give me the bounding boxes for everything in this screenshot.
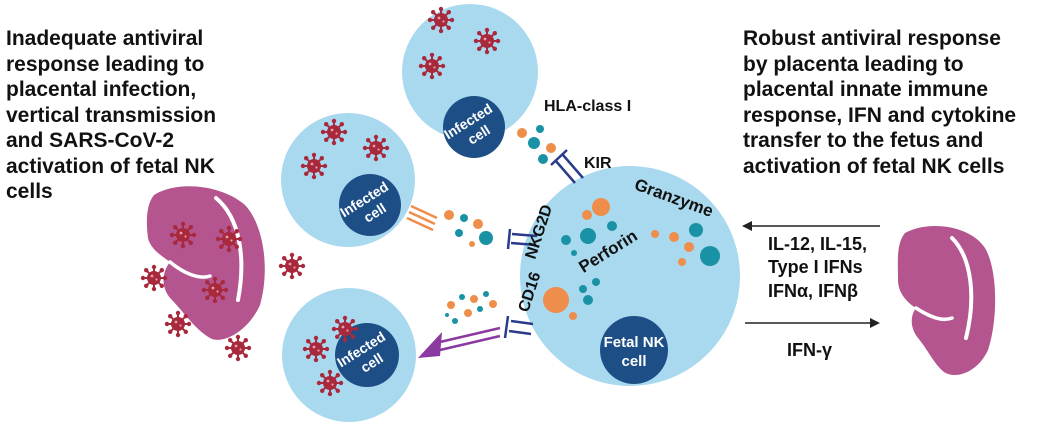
left-caption-line: Inadequate antiviral (6, 27, 204, 50)
nucleus (335, 323, 399, 387)
right-caption-line: by placenta leading to (743, 52, 964, 76)
virus-icon (426, 5, 456, 35)
infected-cell-middle: Infected cell (281, 113, 415, 247)
left-caption-line: vertical transmission (6, 103, 217, 127)
cytokine-label: IFNα, IFNβ (768, 281, 858, 301)
virus-icon (472, 26, 502, 56)
virus-icon (200, 275, 230, 305)
virus-icon (214, 224, 244, 254)
receptor-icon (550, 149, 584, 184)
nkg2d-ligand (406, 204, 438, 232)
granules (543, 198, 720, 320)
left-caption-line: activation of fetal NK (6, 154, 215, 178)
right-caption: Robust antiviral response by placenta le… (743, 26, 1016, 179)
virus-icon (299, 151, 329, 181)
virus-icon (277, 251, 307, 281)
right-caption-line: Robust antiviral response (743, 27, 1001, 50)
virus-icon (330, 314, 360, 344)
virus-icon (223, 333, 253, 363)
left-caption-line: and SARS-CoV-2 (6, 129, 175, 152)
hla-class-label: HLA-class I (544, 98, 631, 115)
right-caption-line: activation of fetal NK cells (743, 154, 1005, 178)
arrow-to-nk (742, 221, 880, 231)
nucleus (600, 316, 668, 384)
cell-label: Fetal NK (604, 334, 665, 351)
nucleus (339, 174, 401, 236)
left-caption-line: placental infection, (6, 78, 197, 101)
virus-icon (315, 368, 345, 398)
right-caption-line: placental innate immune (743, 78, 989, 101)
left-caption-line: cells (6, 180, 53, 203)
antibody-icon (418, 326, 501, 358)
virus-icon (163, 309, 193, 339)
receptor-icon (503, 315, 534, 339)
placenta-icon (897, 225, 996, 376)
ifn-gamma-label: IFN-γ (787, 340, 832, 360)
virus-icon (319, 117, 349, 147)
virus-icon (168, 220, 198, 250)
fetal-nk-cell: Fetal NK cell (520, 166, 740, 386)
left-caption: Inadequate antiviral response leading to… (6, 26, 216, 205)
placenta-icon (146, 186, 265, 340)
cytokine-label: Type I IFNs (768, 257, 863, 277)
infected-cell-top: Infected cell (402, 4, 538, 158)
virus-icon (139, 263, 169, 293)
virus-icon (417, 51, 447, 81)
kir-label: KIR (584, 155, 612, 172)
virus-icon (301, 334, 331, 364)
right-caption-line: response, IFN and cytokine (743, 103, 1017, 127)
virus-icon (361, 133, 391, 163)
receptor-icon (506, 228, 538, 250)
nucleus (443, 96, 505, 158)
secreted-granules-top (517, 125, 556, 164)
cell-label: cell (621, 353, 646, 370)
right-caption-line: transfer to the fetus and (743, 129, 984, 152)
cytokine-label: IL-12, IL-15, (768, 234, 867, 254)
secreted-granules-middle (444, 210, 493, 247)
left-caption-line: response leading to (6, 52, 205, 76)
arrow-to-placenta (745, 318, 880, 328)
secreted-granules-bottom (445, 291, 497, 324)
infected-cell-bottom: Infected cell (282, 288, 416, 422)
